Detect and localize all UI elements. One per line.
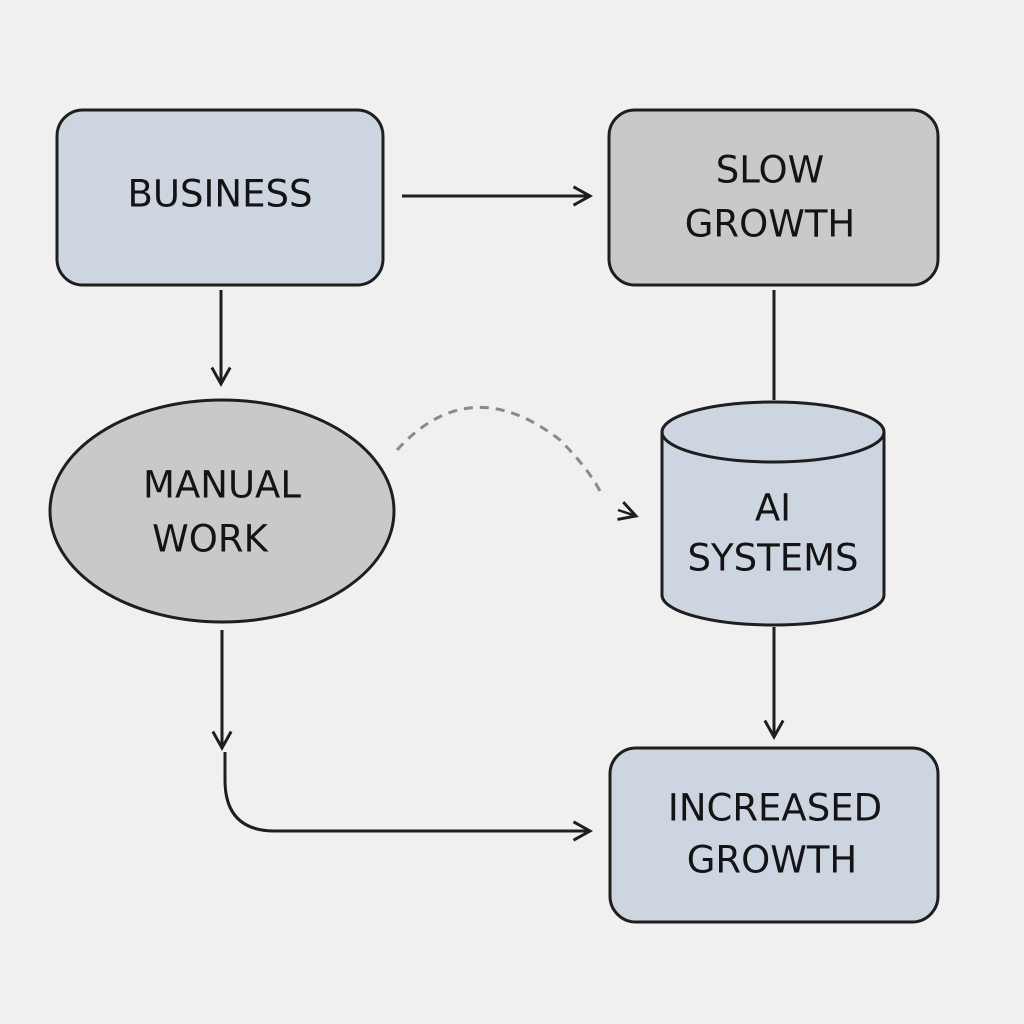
node-business: BUSINESS [55, 108, 385, 287]
business-label: BUSINESS [128, 173, 313, 216]
dashed-arrow-head-icon [617, 501, 639, 521]
increased-growth-label-line2: GROWTH [687, 839, 858, 882]
dashed-arrow-manual-work-to-ai-systems [395, 405, 604, 496]
slow-growth-label-line1: SLOW [716, 149, 825, 192]
ai-systems-label-line2: SYSTEMS [688, 537, 859, 580]
node-slow-growth: SLOW GROWTH [607, 108, 940, 287]
node-increased-growth: INCREASED GROWTH [608, 746, 940, 924]
node-manual-work: MANUAL WORK [48, 398, 396, 624]
increased-growth-label-line1: INCREASED [668, 787, 882, 830]
ai-systems-label-line1: AI [755, 487, 791, 530]
arrow-manual-work-to-increased-growth [223, 752, 594, 842]
manual-work-label-line2: WORK [152, 518, 269, 561]
slow-growth-label-line2: GROWTH [685, 203, 856, 246]
node-ai-systems: AI SYSTEMS [660, 400, 886, 627]
manual-work-label-line1: MANUAL [143, 464, 301, 507]
